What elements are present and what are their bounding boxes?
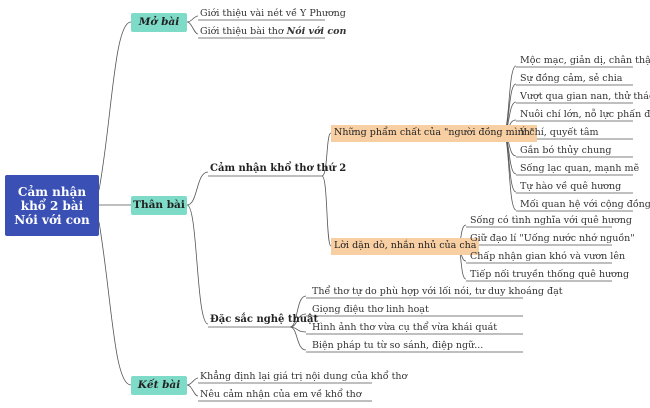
leaf-pham-chat-7[interactable]: Sống lạc quan, mạnh mẽ: [520, 163, 640, 174]
leaf-loi-dan-do-3[interactable]: Chấp nhận gian khó và vươn lên: [470, 251, 626, 262]
leaf-loi-dan-do-2[interactable]: Giữ đạo lí "Uống nước nhớ nguồn": [470, 233, 635, 244]
leaf-mo-bai-2[interactable]: Giới thiệu bài thơ Nói với con: [200, 25, 346, 38]
leaf-mo-bai-2-text: Giới thiệu bài thơ: [200, 26, 287, 37]
root-line-3: Nói với con: [14, 212, 90, 227]
leaf-mo-bai-1[interactable]: Giới thiệu vài nét về Y Phương: [200, 8, 346, 19]
leaf-pham-chat-6[interactable]: Gắn bó thủy chung: [520, 145, 612, 156]
leaf-loi-dan-do-1[interactable]: Sống có tình nghĩa với quê hương: [470, 215, 632, 226]
leaf-pham-chat-8[interactable]: Tự hào về quê hương: [520, 181, 622, 192]
leaf-pham-chat-9[interactable]: Mối quan hệ với cộng đồng: [520, 199, 650, 210]
root-line-2: khổ 2 bài: [20, 198, 84, 213]
leaf-dac-sac-3[interactable]: Hình ảnh thơ vừa cụ thể vừa khái quát: [312, 322, 498, 333]
leaf-mo-bai-2-title: Nói với con: [286, 26, 347, 37]
leaf-pham-chat-3[interactable]: Vượt qua gian nan, thử thách: [520, 91, 650, 102]
branch-ket-bai[interactable]: Kết bài: [131, 376, 187, 395]
root-node[interactable]: Cảm nhận khổ 2 bài Nói với con: [5, 175, 99, 236]
leaf-ket-bai-2[interactable]: Nêu cảm nhận của em về khổ thơ: [200, 389, 362, 400]
node-pham-chat[interactable]: Những phẩm chất của "người đồng mình": [331, 125, 538, 142]
leaf-loi-dan-do-4[interactable]: Tiếp nối truyền thống quê hương: [470, 269, 630, 280]
branch-mo-bai[interactable]: Mở bài: [131, 13, 187, 32]
node-loi-dan-do[interactable]: Lời dặn dò, nhắn nhủ của cha: [331, 238, 480, 255]
leaf-ket-bai-1[interactable]: Khẳng định lại giá trị nội dung của khổ …: [200, 371, 408, 382]
branch-than-bai[interactable]: Thân bài: [131, 196, 187, 215]
root-line-1: Cảm nhận: [17, 184, 87, 199]
leaf-pham-chat-1[interactable]: Mộc mạc, giản dị, chân thật: [520, 55, 650, 66]
leaf-dac-sac-2[interactable]: Giọng điệu thơ linh hoạt: [312, 304, 429, 315]
leaf-dac-sac-4[interactable]: Biện pháp tu từ so sánh, điệp ngữ...: [312, 340, 484, 351]
leaf-pham-chat-4[interactable]: Nuôi chí lớn, nỗ lực phấn đấu: [520, 109, 650, 120]
sub-cam-nhan[interactable]: Cảm nhận khổ thơ thứ 2: [210, 163, 347, 174]
leaf-pham-chat-2[interactable]: Sự đồng cảm, sẻ chia: [520, 73, 623, 84]
sub-dac-sac[interactable]: Đặc sắc nghệ thuật: [210, 314, 319, 325]
leaf-dac-sac-1[interactable]: Thể thơ tự do phù hợp với lối nói, tư du…: [312, 286, 563, 297]
leaf-pham-chat-5[interactable]: Ý chí, quyết tâm: [520, 127, 599, 138]
